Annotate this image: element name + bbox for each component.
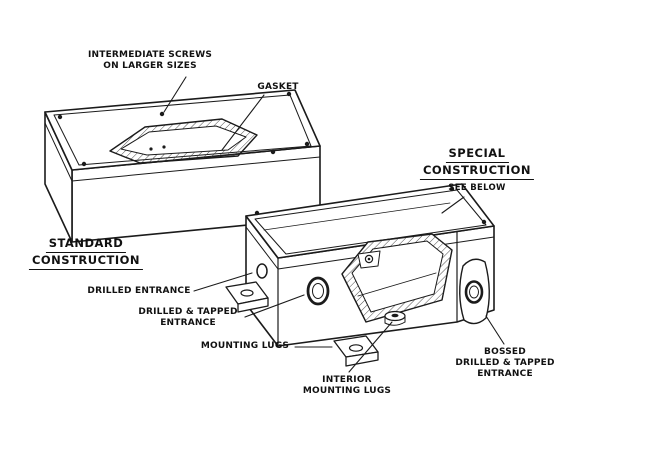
callout-bossed-line1: BOSSED <box>484 347 526 357</box>
special-box-rim-outer <box>245 183 495 259</box>
callout-mounting-lugs-text: MOUNTING LUGS <box>200 341 290 351</box>
callout-drilled-entrance-text: DRILLED ENTRANCE <box>87 286 191 296</box>
gasket-opening-outer <box>109 118 258 164</box>
callout-mounting-lugs: MOUNTING LUGS <box>201 341 289 352</box>
interior-mounting-lug-top <box>357 250 381 269</box>
callout-bossed-line3: ENTRANCE <box>477 369 533 379</box>
callout-gasket: GASKET <box>257 82 298 93</box>
drilled-tapped-entrance-hole <box>306 276 330 306</box>
standard-title-line2: CONSTRUCTION <box>28 253 144 270</box>
interior-floor-line <box>357 272 437 297</box>
callout-bossed-line2: DRILLED & TAPPED <box>455 358 555 368</box>
leader-intermediate-screws <box>163 76 187 113</box>
callout-interior-lugs-line1: INTERIOR <box>322 375 372 385</box>
front-cutaway-hatch <box>342 234 452 322</box>
standard-box-lid-inner-edge <box>53 94 312 166</box>
callout-intermediate-screws-line1: INTERMEDIATE SCREWS <box>87 50 213 60</box>
callout-intermediate-screws: INTERMEDIATE SCREWS ON LARGER SIZES <box>88 50 212 72</box>
callout-drilled-tapped-line1: DRILLED & TAPPED <box>138 307 238 317</box>
lid-screws <box>57 91 310 167</box>
drilled-entrance-hole <box>256 263 268 279</box>
special-box-rim-inner <box>254 189 487 255</box>
callout-drilled-tapped-entrance: DRILLED & TAPPED ENTRANCE <box>138 307 237 329</box>
mounting-lug-left <box>225 281 269 313</box>
rim-screws <box>254 186 487 225</box>
leader-drilled-entrance <box>193 272 253 292</box>
bossed-drilled-tapped-entrance <box>459 258 490 325</box>
callout-intermediate-screws-line2: ON LARGER SIZES <box>103 61 197 71</box>
leader-bossed <box>485 315 505 345</box>
callout-interior-lugs-line2: MOUNTING LUGS <box>302 386 392 396</box>
callout-drilled-tapped-line2: ENTRANCE <box>160 318 216 328</box>
special-title-note: SEE BELOW <box>448 183 506 193</box>
callout-interior-mounting-lugs: INTERIOR MOUNTING LUGS <box>303 375 391 397</box>
standard-title-line1: STANDARD <box>45 236 127 253</box>
special-title-line1: SPECIAL <box>445 146 509 163</box>
standard-box-drawing <box>44 89 321 243</box>
special-box-drawing <box>225 183 495 367</box>
gasket-opening-inner <box>120 125 247 156</box>
mounting-lug-front <box>333 335 379 367</box>
special-box-interior-back-wall <box>263 202 451 231</box>
leader-interior-lugs <box>348 321 393 373</box>
leader-lines <box>163 76 505 373</box>
leader-special-construction <box>441 196 465 214</box>
interior-mounting-lug-bottom <box>384 310 406 326</box>
standard-box-lid-lip-left <box>44 122 73 182</box>
callout-bossed-entrance: BOSSED DRILLED & TAPPED ENTRANCE <box>455 347 554 380</box>
front-cutaway-inner <box>351 240 444 313</box>
callout-drilled-entrance: DRILLED ENTRANCE <box>87 286 190 297</box>
special-title-line2: CONSTRUCTION <box>419 163 535 180</box>
standard-construction-title: STANDARD CONSTRUCTION <box>28 236 144 270</box>
callout-gasket-text: GASKET <box>257 82 299 92</box>
gasket-band-hatch <box>110 119 257 163</box>
special-box-corner-edges <box>277 231 458 347</box>
standard-box-lid-lip-front <box>71 156 321 182</box>
leader-drilled-tapped <box>244 294 305 318</box>
special-construction-title: SPECIAL CONSTRUCTION SEE BELOW <box>419 146 535 193</box>
leader-gasket <box>221 94 265 151</box>
